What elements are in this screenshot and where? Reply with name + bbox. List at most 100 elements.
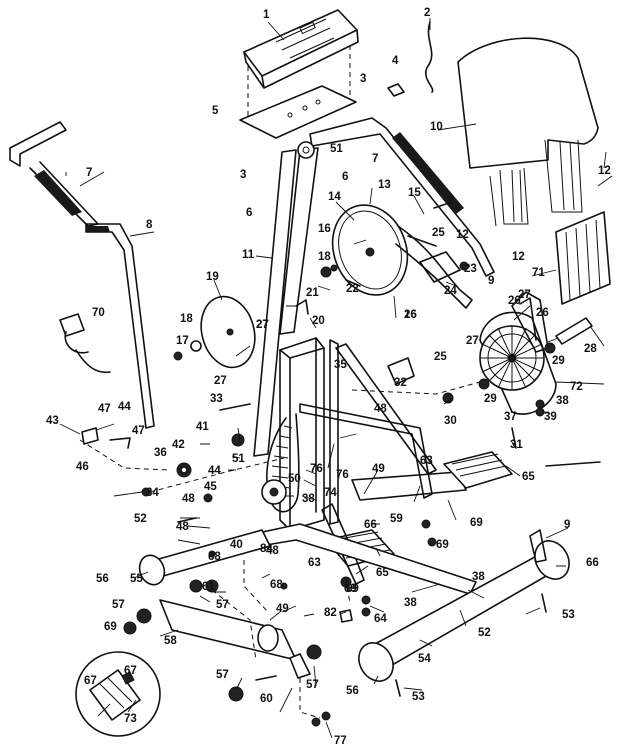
part-callout: 19	[206, 271, 219, 283]
part-callout: 25	[432, 227, 445, 239]
part-callout: 26	[508, 295, 521, 307]
part-callout: 18	[180, 313, 193, 325]
part-callout: 52	[478, 627, 491, 639]
part-callout: 65	[376, 567, 389, 579]
part-callout: 57	[306, 679, 319, 691]
part-callout: 69	[346, 583, 359, 595]
part-callout: 84	[260, 543, 273, 555]
part-callout: 49	[276, 603, 289, 615]
part-callout: 12	[512, 251, 525, 263]
part-callout: 29	[484, 393, 497, 405]
part-callout: 27	[214, 375, 227, 387]
part-callout: 63	[420, 455, 433, 467]
part-callout: 12	[456, 229, 469, 241]
part-callout: 44	[118, 401, 131, 413]
pulley-disk	[200, 295, 256, 369]
left-handlebar	[9, 121, 155, 429]
part-callout: 73	[124, 713, 137, 725]
part-callout: 45	[204, 481, 217, 493]
console-assembly	[239, 9, 359, 139]
part-callout: 26	[404, 309, 417, 321]
part-callout: 46	[76, 461, 89, 473]
part-callout: 48	[176, 521, 189, 533]
part-callout: 38	[472, 571, 485, 583]
axle	[555, 317, 593, 345]
part-callout: 25	[434, 351, 447, 363]
part-callout: 35	[334, 359, 347, 371]
part-callout: 56	[346, 685, 359, 697]
side-panel	[555, 211, 611, 305]
part-callout: 51	[232, 453, 245, 465]
right-handlebar	[309, 117, 495, 277]
part-callout: 41	[196, 421, 209, 433]
leader-lines	[59, 18, 613, 739]
part-callout: 27	[256, 319, 269, 331]
part-callout: 70	[92, 307, 105, 319]
part-callout: 27	[256, 319, 269, 331]
part-callout: 7	[372, 153, 378, 165]
part-callout: 2	[424, 7, 430, 19]
part-callout: 5	[212, 105, 219, 117]
part-callout: 15	[408, 187, 421, 199]
part-callout: 26	[536, 307, 549, 319]
part-callout: 69	[344, 583, 357, 595]
part-callout: 82	[324, 607, 337, 619]
part-callout: 33	[210, 393, 223, 405]
part-callout: 13	[378, 179, 391, 191]
part-callout: 64	[374, 613, 387, 625]
part-callout: 4	[392, 55, 399, 67]
part-callout: 58	[164, 635, 177, 647]
part-callout: 69	[470, 517, 483, 529]
part-callout: 69	[436, 539, 449, 551]
part-callout: 55	[130, 573, 143, 585]
part-callout: 14	[328, 191, 341, 203]
cable-and-clip	[387, 21, 434, 97]
part-callout: 11	[242, 249, 255, 261]
part-callout: 6	[246, 207, 252, 219]
part-callout: 28	[584, 343, 597, 355]
part-callout: 47	[98, 403, 111, 415]
part-callout: 21	[306, 287, 319, 299]
part-callout: 76	[310, 463, 323, 475]
part-callout: 66	[364, 519, 377, 531]
part-callout: 24	[444, 285, 457, 297]
part-callout: 9	[564, 519, 570, 531]
hardware	[59, 201, 601, 727]
part-callout: 12	[598, 165, 611, 177]
part-callout: 49	[372, 463, 385, 475]
part-callout: 36	[154, 447, 167, 459]
part-callout: 61	[202, 581, 215, 593]
part-callout: 31	[510, 439, 523, 451]
part-callout: 34	[146, 487, 159, 499]
part-callout: 63	[308, 557, 321, 569]
part-callout: 20	[312, 315, 325, 327]
part-callout: 39	[544, 411, 557, 423]
part-callout: 32	[394, 377, 407, 389]
part-callout: 53	[562, 609, 575, 621]
flywheel	[331, 204, 409, 296]
part-callout: 57	[216, 599, 229, 611]
part-callout: 44	[208, 465, 221, 477]
part-callout: 38	[302, 493, 315, 505]
part-callout: 48	[266, 545, 279, 557]
part-callout: 57	[216, 669, 229, 681]
center-column	[279, 337, 339, 531]
part-callout: 68	[270, 579, 283, 591]
part-callout: 67	[84, 675, 97, 687]
part-callout: 30	[444, 415, 457, 427]
part-callout: 17	[176, 335, 189, 347]
part-callout: 67	[124, 665, 137, 677]
part-callout: 3	[240, 169, 246, 181]
part-callout: 60	[260, 693, 273, 705]
part-callout: 18	[318, 251, 331, 263]
part-callout: 40	[230, 539, 243, 551]
part-callout: 38	[556, 395, 569, 407]
part-callout: 68	[208, 551, 221, 563]
part-callout: 51	[330, 143, 343, 155]
part-callout: 1	[263, 9, 270, 21]
part-callout: 7	[86, 167, 92, 179]
part-callout: 72	[570, 381, 583, 393]
part-callout: 43	[46, 415, 59, 427]
part-callout: 56	[96, 573, 109, 585]
